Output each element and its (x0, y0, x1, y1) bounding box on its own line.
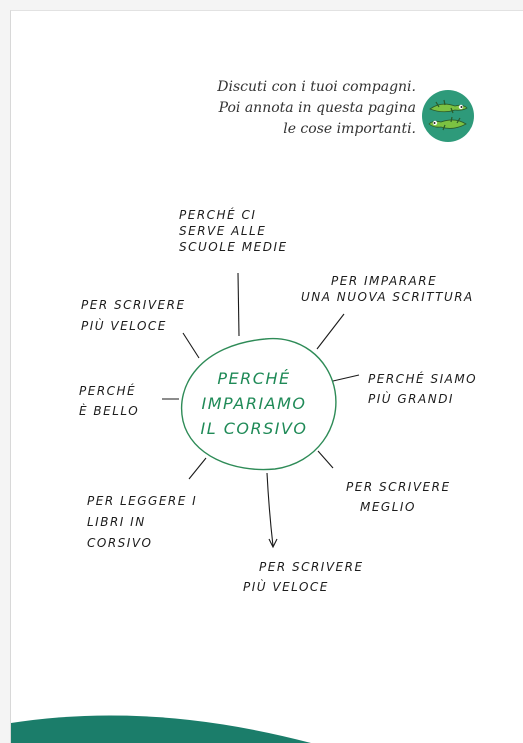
note-line: UNA NUOVA SCRITTURA (301, 290, 474, 304)
note-line: PERCHÉ CI (179, 208, 257, 222)
note-piu-grandi: PERCHÉ SIAMO PIÙ GRANDI (368, 369, 477, 409)
note-line: PIÙ VELOCE (81, 319, 167, 333)
note-line: PERCHÉ (79, 384, 137, 398)
green-lizards-icon (422, 90, 474, 142)
connector-bottom-left (188, 457, 207, 480)
center-line-1: PERCHÉ (217, 369, 291, 388)
note-line: PER IMPARARE (331, 274, 438, 288)
note-line: PERCHÉ SIAMO (368, 372, 478, 386)
note-piu-veloce-bottom: PER SCRIVERE PIÙ VELOCE (243, 557, 364, 597)
note-libri-corsivo: PER LEGGERE I LIBRI IN CORSIVO (87, 491, 197, 554)
note-scuole-medie: PERCHÉ CI SERVE ALLE SCUOLE MEDIE (179, 207, 288, 255)
instructions-text: Discuti con i tuoi compagni. Poi annota … (151, 77, 416, 140)
note-line: CORSIVO (87, 536, 153, 550)
connector-top-right (316, 313, 345, 350)
note-line: PER SCRIVERE (259, 560, 364, 574)
connector-top (237, 272, 240, 337)
note-nuova-scrittura: PER IMPARARE UNA NUOVA SCRITTURA (301, 273, 474, 305)
note-line: È BELLO (79, 404, 140, 418)
note-meglio: PER SCRIVERE MEGLIO (346, 477, 451, 517)
note-line: PIÙ VELOCE (243, 580, 329, 594)
center-line-2: IMPARIAMO (201, 394, 307, 413)
connector-bottom-arrow (266, 472, 274, 547)
connector-bottom-right (317, 450, 334, 469)
connector-right (332, 374, 360, 382)
instruction-line-1: Discuti con i tuoi compagni. (217, 79, 416, 95)
instruction-line-3: le cose importanti. (283, 121, 416, 137)
center-line-3: IL CORSIVO (200, 419, 308, 438)
note-line: LIBRI IN (87, 515, 146, 529)
footer-wave (11, 715, 311, 743)
workbook-page: Discuti con i tuoi compagni. Poi annota … (10, 10, 523, 743)
note-line: PER LEGGERE I (87, 494, 198, 508)
mind-map-lines (162, 272, 360, 549)
connector-top-left (182, 332, 200, 359)
center-circle (181, 337, 337, 471)
note-line: MEGLIO (360, 500, 416, 514)
note-line: PER SCRIVERE (81, 298, 186, 312)
note-line: SERVE ALLE (179, 224, 267, 238)
note-line: PER SCRIVERE (346, 480, 451, 494)
note-line: SCUOLE MEDIE (179, 240, 288, 254)
note-e-bello: PERCHÉ È BELLO (79, 381, 139, 421)
note-line: PIÙ GRANDI (368, 392, 454, 406)
instruction-line-2: Poi annota in questa pagina (218, 100, 416, 116)
note-piu-veloce-top: PER SCRIVERE PIÙ VELOCE (81, 295, 186, 337)
center-concept: PERCHÉ IMPARIAMO IL CORSIVO (184, 366, 324, 441)
